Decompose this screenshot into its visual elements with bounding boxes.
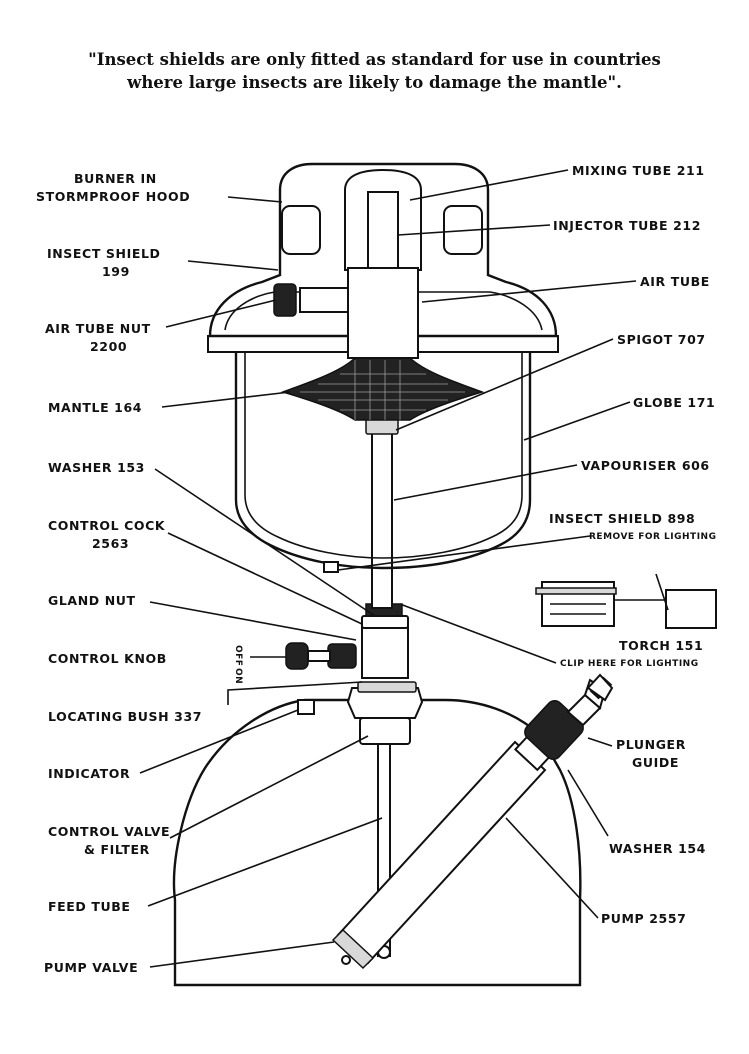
label-burner-line-2: STORMPROOF HOOD xyxy=(36,189,190,204)
label-insect-shield-199-line-1: INSECT SHIELD xyxy=(47,246,161,261)
label-globe: GLOBE 171 xyxy=(633,395,715,410)
label-control-cock-line-1: CONTROL COCK xyxy=(48,518,166,533)
label-locating-bush: LOCATING BUSH 337 xyxy=(48,709,202,724)
control-cock xyxy=(285,603,417,693)
label-spigot: SPIGOT 707 xyxy=(617,332,706,347)
caption-line-2: where large insects are likely to damage… xyxy=(127,73,622,92)
label-mixing-tube: MIXING TUBE 211 xyxy=(572,163,705,178)
pump-assembly xyxy=(331,673,614,970)
vapouriser xyxy=(371,431,393,609)
label-vapouriser: VAPOURISER 606 xyxy=(581,458,710,473)
label-plunger-guide-line-1: PLUNGER xyxy=(616,737,686,752)
labels: BURNER IN STORMPROOF HOOD INSECT SHIELD … xyxy=(36,163,716,975)
label-knob-on: ON xyxy=(233,668,243,684)
label-mantle: MANTLE 164 xyxy=(48,400,142,415)
label-control-valve-line-2: & FILTER xyxy=(84,842,150,857)
mixing-tube xyxy=(367,191,399,275)
air-tube xyxy=(347,267,419,359)
label-torch: TORCH 151 xyxy=(619,638,703,653)
label-air-tube-nut-line-1: AIR TUBE NUT xyxy=(45,321,151,336)
label-burner-line-1: BURNER IN xyxy=(74,171,157,186)
label-gland-nut: GLAND NUT xyxy=(48,593,136,608)
label-pump-valve: PUMP VALVE xyxy=(44,960,138,975)
torch xyxy=(535,573,717,629)
label-insect-shield-199-line-2: 199 xyxy=(102,264,130,279)
label-pump: PUMP 2557 xyxy=(601,911,686,926)
leader-lines xyxy=(139,169,637,968)
label-insect-shield-898: INSECT SHIELD 898 xyxy=(549,511,695,526)
label-feed-tube: FEED TUBE xyxy=(48,899,131,914)
caption: "Insect shields are only fitted as stand… xyxy=(0,48,749,94)
label-torch-note: CLIP HERE FOR LIGHTING xyxy=(560,659,699,669)
label-plunger-guide-line-2: GUIDE xyxy=(632,755,679,770)
caption-line-1: "Insect shields are only fitted as stand… xyxy=(88,50,661,69)
label-insect-shield-898-note: REMOVE FOR LIGHTING xyxy=(589,532,716,542)
label-air-tube-nut-line-2: 2200 xyxy=(90,339,127,354)
label-control-valve-line-1: CONTROL VALVE xyxy=(48,824,170,839)
locating-bush xyxy=(297,699,315,715)
label-air-tube: AIR TUBE xyxy=(640,274,710,289)
mantle xyxy=(280,357,485,421)
label-control-cock-line-2: 2563 xyxy=(92,536,129,551)
label-washer-154: WASHER 154 xyxy=(609,841,706,856)
label-knob-off: OFF xyxy=(233,645,243,666)
label-washer-153: WASHER 153 xyxy=(48,460,145,475)
stormproof-hood xyxy=(207,162,559,359)
label-injector-tube: INJECTOR TUBE 212 xyxy=(553,218,701,233)
air-tube-nut xyxy=(273,283,297,317)
label-indicator: INDICATOR xyxy=(48,766,130,781)
label-control-knob: CONTROL KNOB xyxy=(48,651,167,666)
